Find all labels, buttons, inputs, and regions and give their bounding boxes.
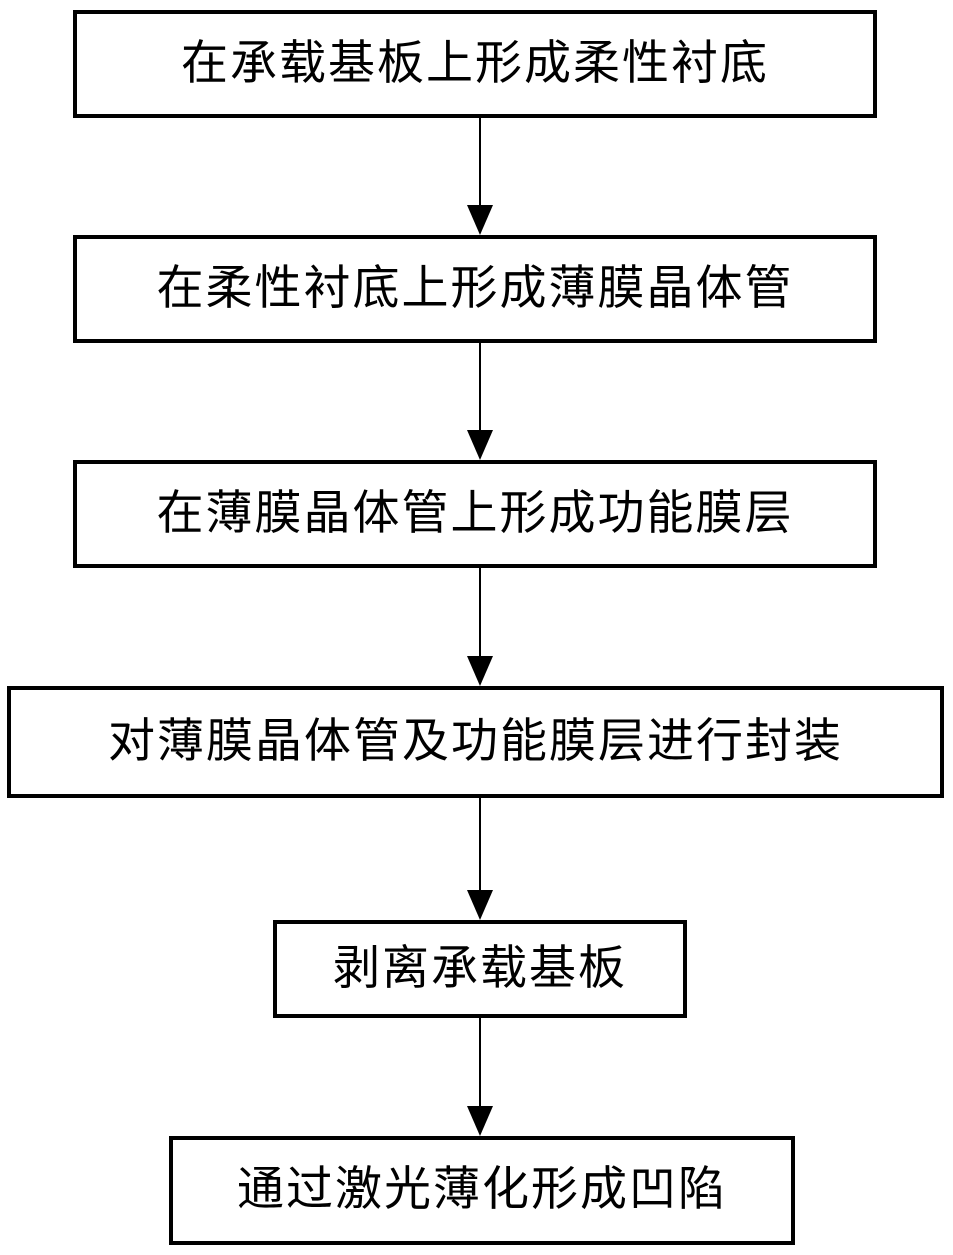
flow-node-step-1: 在承载基板上形成柔性衬底 — [73, 10, 877, 118]
connector-line — [479, 118, 481, 205]
flow-node-step-5: 剥离承载基板 — [273, 920, 687, 1018]
flow-node-step-4: 对薄膜晶体管及功能膜层进行封装 — [7, 686, 944, 798]
arrow-down-icon — [467, 890, 493, 920]
flow-connector-step-1-to-step-2 — [465, 118, 495, 235]
connector-line — [479, 1018, 481, 1106]
flow-connector-step-2-to-step-3 — [465, 343, 495, 460]
connector-line — [479, 798, 481, 890]
arrow-down-icon — [467, 205, 493, 235]
flow-connector-step-5-to-step-6 — [465, 1018, 495, 1136]
flow-node-label: 通过激光薄化形成凹陷 — [237, 1162, 727, 1217]
flow-node-label: 剥离承载基板 — [333, 940, 627, 996]
connector-line — [479, 568, 481, 656]
flow-node-label: 在承载基板上形成柔性衬底 — [181, 35, 769, 91]
flow-node-step-3: 在薄膜晶体管上形成功能膜层 — [73, 460, 877, 568]
flow-connector-step-3-to-step-4 — [465, 568, 495, 686]
flow-connector-step-4-to-step-5 — [465, 798, 495, 920]
flow-node-step-6: 通过激光薄化形成凹陷 — [169, 1136, 795, 1245]
flow-node-label: 在柔性衬底上形成薄膜晶体管 — [156, 260, 794, 316]
arrow-down-icon — [467, 430, 493, 460]
arrow-down-icon — [467, 1106, 493, 1136]
flow-node-label: 在薄膜晶体管上形成功能膜层 — [156, 485, 794, 541]
flow-node-label: 对薄膜晶体管及功能膜层进行封装 — [108, 713, 843, 769]
arrow-down-icon — [467, 656, 493, 686]
flow-node-step-2: 在柔性衬底上形成薄膜晶体管 — [73, 235, 877, 343]
connector-line — [479, 343, 481, 430]
